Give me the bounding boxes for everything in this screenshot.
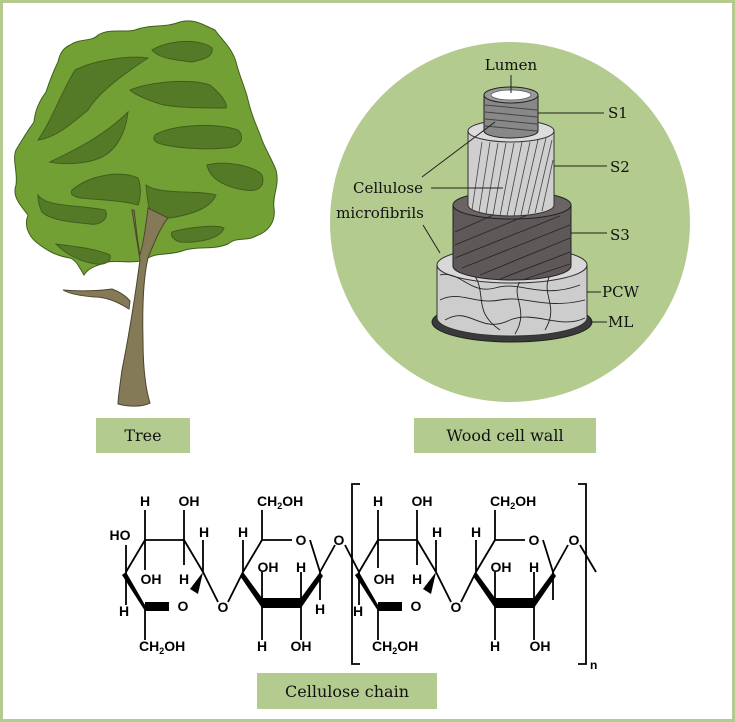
microfibrils-label-line2: microfibrils <box>336 204 424 222</box>
ml-label: ML <box>608 313 633 331</box>
bonds <box>125 483 597 665</box>
atom-labels: H OH HO H OH H H O O CH2OH CH2OH H O O O… <box>110 493 598 672</box>
svg-text:OH: OH <box>530 638 551 654</box>
svg-text:O: O <box>569 532 580 548</box>
svg-text:CH2OH: CH2OH <box>372 638 418 656</box>
wedge-bonds <box>122 572 556 611</box>
svg-text:O: O <box>411 598 422 614</box>
wood-cell-wall-label: Wood cell wall <box>414 418 596 453</box>
svg-text:O: O <box>178 598 189 614</box>
svg-text:HO: HO <box>110 527 131 543</box>
tree-trunk <box>117 207 169 407</box>
svg-text:O: O <box>529 532 540 548</box>
svg-text:O: O <box>451 599 462 615</box>
pcw-label: PCW <box>602 283 640 301</box>
svg-text:H: H <box>432 524 442 540</box>
svg-text:OH: OH <box>179 493 200 509</box>
tree-illustration <box>14 20 278 407</box>
svg-text:H: H <box>373 493 383 509</box>
svg-text:OH: OH <box>491 559 512 575</box>
svg-text:H: H <box>296 559 306 575</box>
leader-lines <box>421 75 607 323</box>
svg-text:H: H <box>199 524 209 540</box>
tree-label: Tree <box>96 418 190 453</box>
cellulose-chain-label: Cellulose chain <box>257 673 437 709</box>
svg-text:OH: OH <box>141 571 162 587</box>
svg-text:H: H <box>315 601 325 617</box>
svg-text:H: H <box>257 638 267 654</box>
svg-text:OH: OH <box>412 493 433 509</box>
svg-text:O: O <box>296 532 307 548</box>
s3-label: S3 <box>610 226 630 244</box>
microfibrils-label-line1: Cellulose <box>353 179 423 197</box>
svg-text:O: O <box>218 599 229 615</box>
s1-label: S1 <box>608 104 628 122</box>
repeat-subscript: n <box>590 658 597 672</box>
svg-text:OH: OH <box>258 559 279 575</box>
svg-text:H: H <box>412 571 422 587</box>
lumen-label: Lumen <box>485 56 538 74</box>
foliage-shading <box>36 40 264 265</box>
wood-cell-wall-illustration: Lumen S1 S2 S3 PCW ML Cellulose microfib… <box>330 42 690 402</box>
tree-branch <box>62 288 131 310</box>
svg-text:OH: OH <box>374 571 395 587</box>
svg-text:H: H <box>238 524 248 540</box>
svg-text:H: H <box>490 638 500 654</box>
svg-text:H: H <box>471 524 481 540</box>
svg-text:H: H <box>140 493 150 509</box>
svg-text:H: H <box>179 571 189 587</box>
s1-layer <box>483 86 539 139</box>
svg-text:H: H <box>119 603 129 619</box>
svg-text:CH2OH: CH2OH <box>139 638 185 656</box>
svg-text:O: O <box>334 532 345 548</box>
s2-label: S2 <box>610 158 630 176</box>
svg-text:OH: OH <box>291 638 312 654</box>
svg-text:H: H <box>529 559 539 575</box>
cellulose-chain-structure: H OH HO H OH H H O O CH2OH CH2OH H O O O… <box>110 483 598 672</box>
svg-text:CH2OH: CH2OH <box>490 493 536 511</box>
svg-text:CH2OH: CH2OH <box>257 493 303 511</box>
svg-text:H: H <box>353 603 363 619</box>
